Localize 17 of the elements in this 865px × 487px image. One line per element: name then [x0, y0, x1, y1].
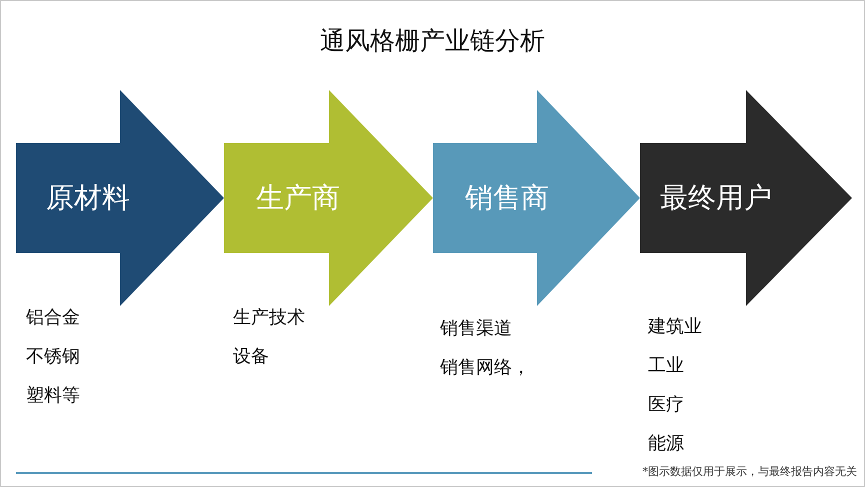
- list-text: 医疗: [648, 393, 684, 416]
- list-text: 生产技术: [233, 306, 305, 329]
- list-text: 销售渠道: [440, 317, 512, 340]
- list-text: 不锈钢: [26, 345, 80, 368]
- title-text: 通风格栅产业链分析: [320, 25, 545, 57]
- step-label: 最终用户: [660, 180, 772, 216]
- step-label: 原材料: [46, 180, 130, 216]
- list-text: 设备: [233, 345, 269, 368]
- footnote-text: *图示数据仅用于展示，与最终报告内容无关: [642, 464, 857, 479]
- step-label: 生产商: [256, 180, 340, 216]
- list-text: 塑料等: [26, 384, 80, 407]
- list-text: 建筑业: [648, 315, 702, 338]
- step-label: 销售商: [465, 180, 549, 216]
- list-text: 销售网络，: [440, 356, 530, 379]
- list-text: 工业: [648, 354, 684, 377]
- list-text: 能源: [648, 432, 684, 455]
- list-text: 铝合金: [26, 306, 80, 329]
